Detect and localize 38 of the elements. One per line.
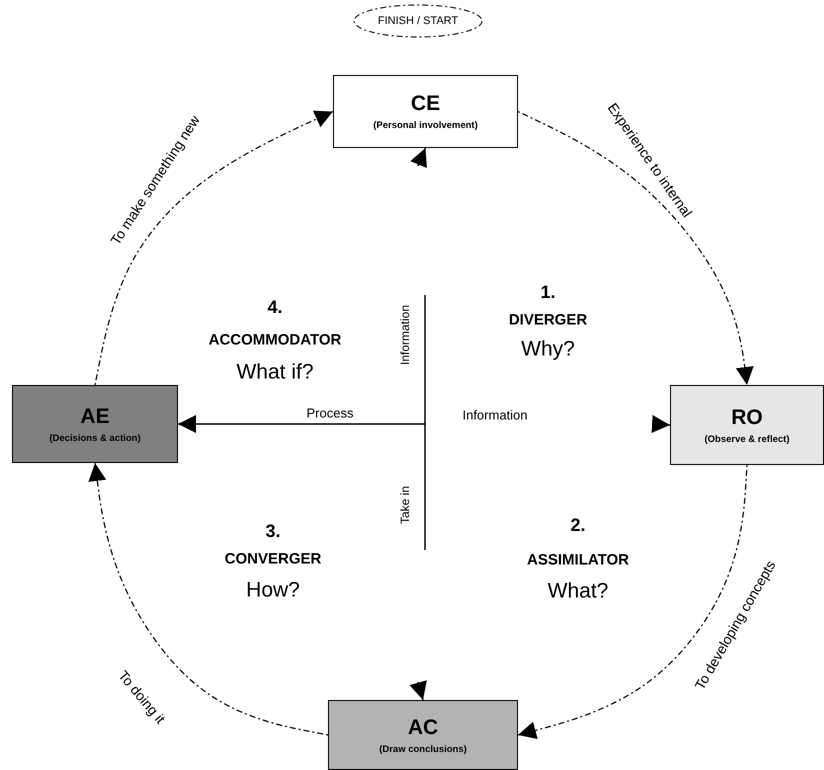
stage-description: (Draw conclusions) [379,744,467,754]
learning-style-name: CONVERGER [224,552,322,566]
arrow [652,415,670,433]
stage-code: CE [410,92,440,116]
stage-box [670,385,824,465]
stage-description: (Decisions & action) [49,432,141,444]
quadrant-number: 4. [268,298,282,316]
axis-label: Take in [399,486,411,524]
learning-style-name: ASSIMILATOR [527,552,629,568]
node-label: FINISH / START [378,15,458,27]
quadrant-number: 2. [570,516,586,534]
arrow [410,148,427,168]
arrow [94,110,334,386]
stage-description: (Observe & reflect) [704,434,790,444]
arrow [178,415,425,433]
key-question: What if? [236,362,314,382]
learning-style-name: ACCOMMODATOR [208,332,342,348]
stage-box [333,75,518,148]
quadrant-number: 1. [540,283,556,301]
arrow [518,110,754,386]
stage-box [328,700,518,770]
quadrant-number: 3. [266,522,280,540]
edge-label: Process [304,406,356,420]
stage-code: AE [80,404,110,428]
stage-code: RO [731,406,763,430]
learning-style-name: DIVERGER [508,312,588,328]
arrow [88,462,328,736]
key-question: What? [548,580,608,602]
axis-label: Information [399,304,411,366]
arrow [518,464,748,740]
finish-start-ellipse [353,4,483,38]
key-question: How? [246,580,300,600]
axis-label: Information [462,408,528,422]
stage-box [12,385,178,463]
arrow [410,680,427,700]
key-question: Why? [521,338,575,360]
stage-code: AC [408,716,438,740]
stage-description: (Personal involvement) [373,120,478,131]
